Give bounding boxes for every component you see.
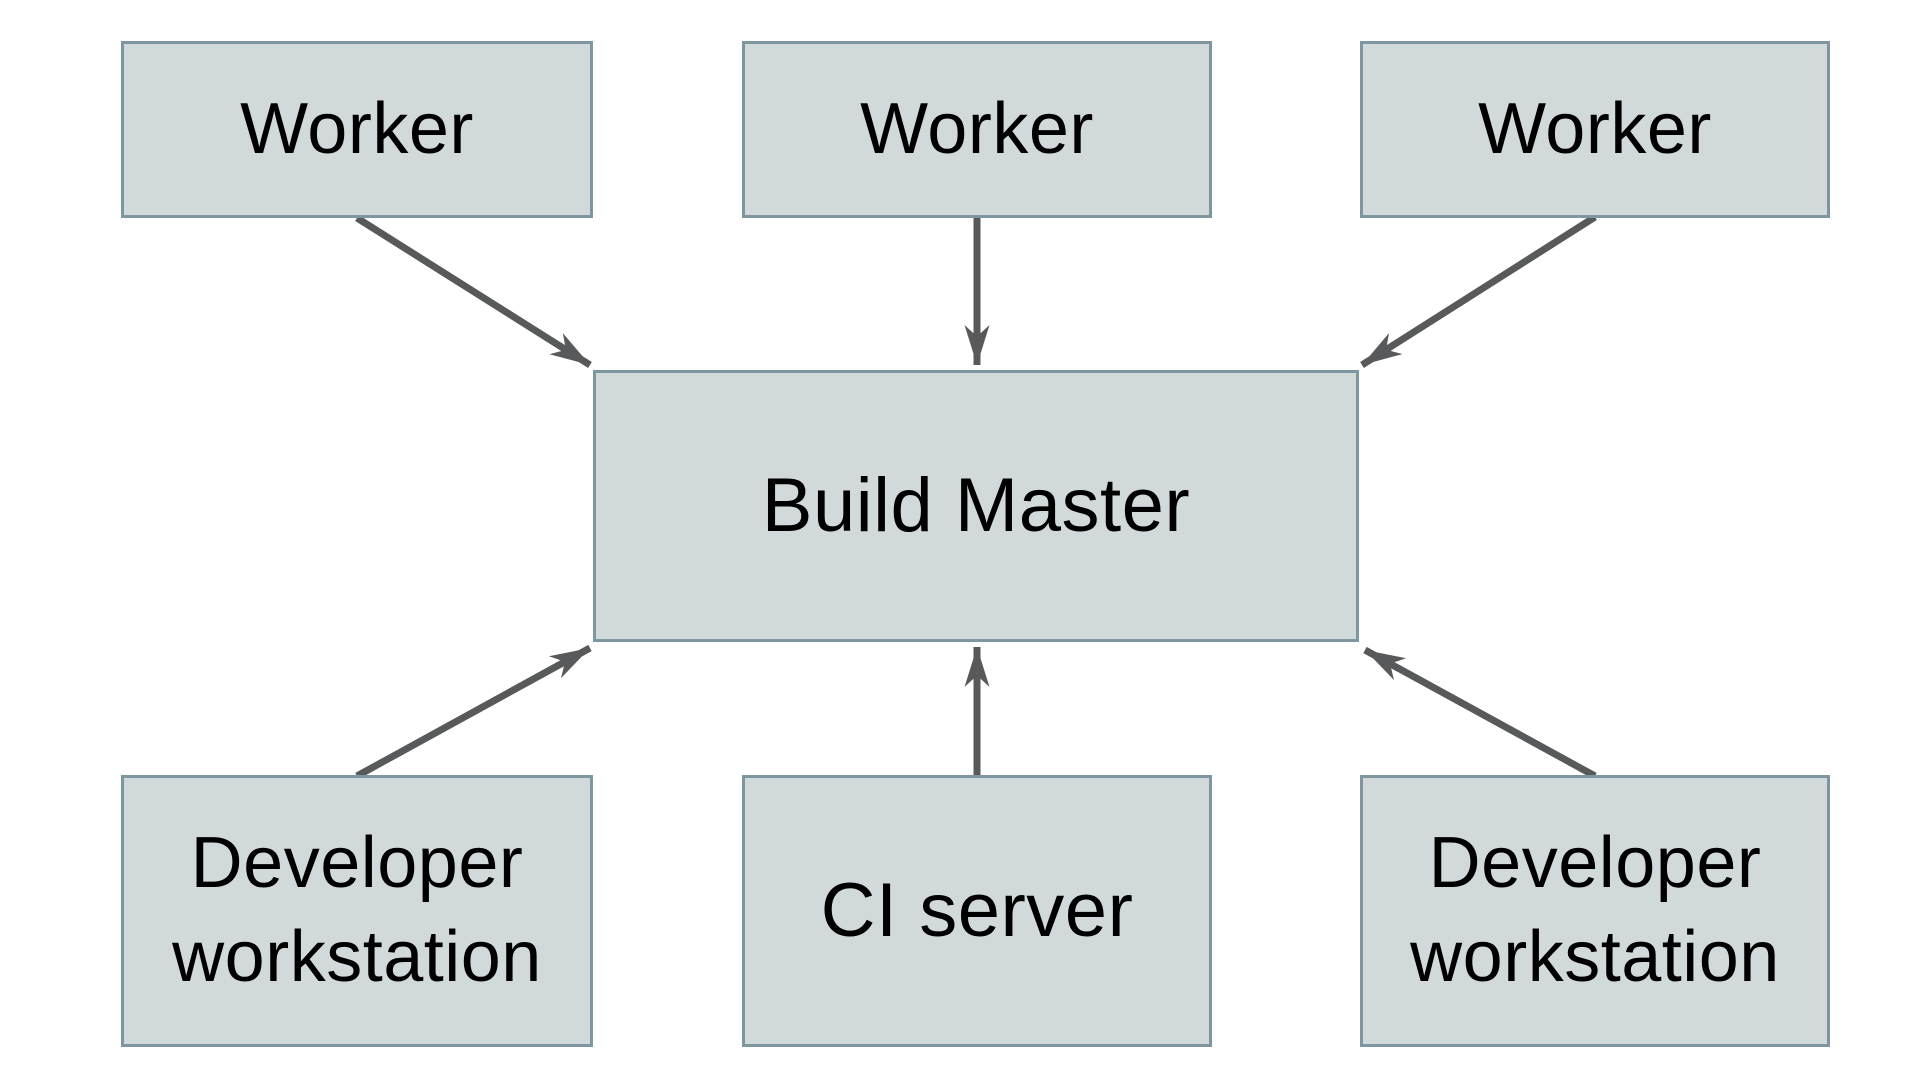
- arrow-dev-left-to-build-master: [355, 644, 592, 780]
- arrow-worker-3-to-build-master: [1360, 214, 1597, 368]
- node-worker-3: Worker: [1360, 41, 1830, 218]
- node-build-master: Build Master: [593, 370, 1359, 642]
- arrow-dev-right-to-build-master: [1363, 646, 1597, 780]
- node-ci-server: CI server: [742, 775, 1212, 1047]
- node-developer-workstation-left: Developer workstation: [121, 775, 593, 1047]
- node-developer-workstation-right: Developer workstation: [1360, 775, 1830, 1047]
- node-build-master-label: Build Master: [761, 462, 1191, 548]
- node-worker-2: Worker: [742, 41, 1212, 218]
- arrow-worker-1-to-build-master: [355, 215, 592, 368]
- node-worker-3-label: Worker: [1478, 88, 1712, 169]
- node-worker-1: Worker: [121, 41, 593, 218]
- node-worker-2-label: Worker: [860, 88, 1094, 169]
- node-worker-1-label: Worker: [240, 88, 474, 169]
- node-developer-workstation-right-label: Developer workstation: [1410, 823, 1780, 997]
- node-developer-workstation-left-label: Developer workstation: [172, 823, 542, 997]
- node-ci-server-label: CI server: [820, 867, 1134, 953]
